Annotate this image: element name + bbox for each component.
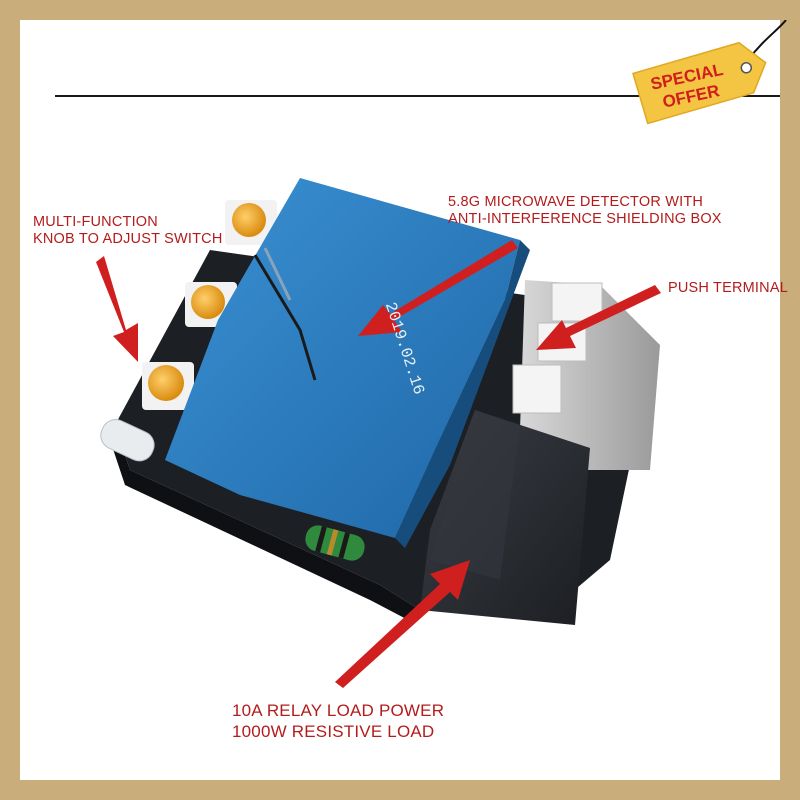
tag-hole (740, 62, 753, 74)
relay-label-line2: 1000W RESISTIVE LOAD (232, 722, 435, 741)
push-terminal (512, 280, 660, 470)
annotation-arrows (96, 240, 661, 688)
terminal-label-line1: PUSH TERMINAL (668, 280, 788, 296)
pcb-board-edge (110, 425, 420, 622)
tag-body (632, 41, 767, 125)
detector-label-line1: 5.8G MICROWAVE DETECTOR WITH (448, 194, 704, 210)
knob-label-line2: KNOB TO ADJUST SWITCH (33, 231, 223, 247)
inductor (305, 525, 365, 561)
detector-label-line2: ANTI-INTERFERENCE SHIELDING BOX (448, 211, 722, 227)
special-offer-tag: SPECIAL OFFER (632, 20, 787, 125)
relay-label-line1: 10A RELAY LOAD POWER (232, 701, 445, 720)
top-divider (55, 95, 780, 97)
terminal-label: PUSH TERMINAL (668, 280, 788, 297)
detector-label: 5.8G MICROWAVE DETECTOR WITH ANTI-INTERF… (448, 194, 722, 228)
knob-label-line1: MULTI-FUNCTION (33, 214, 158, 230)
knob-label: MULTI-FUNCTION KNOB TO ADJUST SWITCH (33, 214, 223, 248)
potentiometers (142, 200, 277, 410)
relay-label: 10A RELAY LOAD POWER 1000W RESISTIVE LOA… (232, 700, 444, 742)
led (100, 419, 155, 462)
microwave-module (165, 178, 530, 548)
